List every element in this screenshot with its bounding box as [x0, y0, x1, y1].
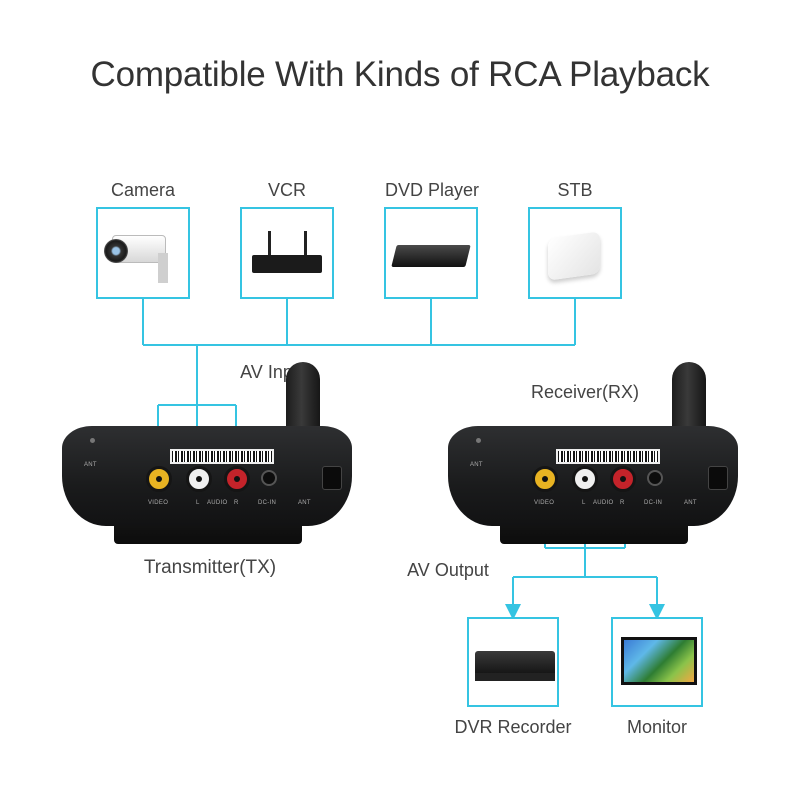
video-jack [532, 466, 558, 492]
audio-l-jack [186, 466, 212, 492]
source-label-camera: Camera [110, 180, 176, 200]
source-label-stb: STB [557, 180, 593, 200]
dc-in-port [647, 470, 663, 486]
ant-label-2: ANT [298, 500, 311, 506]
audio-l-jack [572, 466, 598, 492]
power-button [708, 466, 728, 490]
l-label: L [582, 500, 586, 506]
source-box-camera [96, 207, 190, 299]
r-label: R [620, 500, 625, 506]
l-label: L [196, 500, 200, 506]
output-label-monitor: Monitor [626, 717, 688, 737]
power-button [322, 466, 342, 490]
output-label-dvr-recorder: DVR Recorder [454, 717, 572, 737]
page-title: Compatible With Kinds of RCA Playback [90, 55, 710, 94]
receiver-label: Receiver(RX) [530, 382, 640, 402]
source-box-stb [528, 207, 622, 299]
receiver-device: ANT VIDEO L AUDIO R DC-IN ANT [448, 362, 748, 552]
audio-r-jack [610, 466, 636, 492]
source-box-vcr [240, 207, 334, 299]
source-box-dvd-player [384, 207, 478, 299]
video-label: VIDEO [148, 500, 169, 506]
dc-in-label: DC-IN [258, 500, 277, 506]
audio-label: AUDIO [207, 500, 228, 506]
transmitter-label: Transmitter(TX) [143, 557, 277, 578]
video-jack [146, 466, 172, 492]
audio-label: AUDIO [593, 500, 614, 506]
dc-in-label: DC-IN [644, 500, 663, 506]
output-box-monitor [611, 617, 703, 707]
dc-in-port [261, 470, 277, 486]
audio-r-jack [224, 466, 250, 492]
transmitter-device: ANT VIDEO L AUDIO R DC-IN ANT [62, 362, 362, 552]
source-label-dvd-player: DVD Player [384, 180, 480, 200]
source-label-vcr: VCR [267, 180, 306, 200]
ant-label-2: ANT [684, 500, 697, 506]
av-output-label: AV Output [407, 560, 489, 580]
r-label: R [234, 500, 239, 506]
ant-label: ANT [470, 462, 483, 468]
output-box-dvr-recorder [467, 617, 559, 707]
ant-label: ANT [84, 462, 97, 468]
video-label: VIDEO [534, 500, 555, 506]
